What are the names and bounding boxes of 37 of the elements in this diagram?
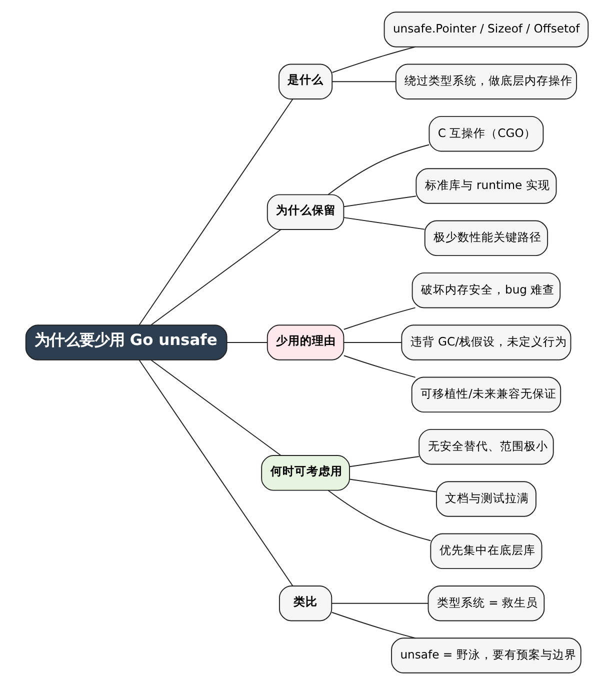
node-box: 优先集中在底层库 — [430, 533, 542, 570]
node-box: 为什么保留 — [266, 194, 344, 230]
connector — [343, 217, 425, 230]
node-box: unsafe = 野泳，要有预案与边界 — [390, 638, 581, 674]
node-box: 极少数性能关键路径 — [424, 220, 548, 256]
connector — [226, 342, 268, 343]
node-box: 为什么要少用 Go unsafe — [24, 324, 227, 360]
node-box: 破坏内存安全，bug 难查 — [411, 272, 560, 308]
node-box: 类型系统 = 救生员 — [427, 585, 544, 622]
node-box: 少用的理由 — [266, 324, 344, 360]
connector — [348, 456, 419, 468]
node-box: 绕过类型系统，做底层内存操作 — [394, 64, 577, 100]
node-box: 无安全替代、范围极小 — [418, 428, 554, 465]
connector — [343, 196, 416, 208]
node-box: 违背 GC/栈假设，未定义行为 — [400, 324, 571, 360]
connector — [342, 355, 416, 378]
connector — [343, 342, 402, 343]
node-box: 标准库与 runtime 实现 — [415, 168, 556, 204]
connector — [348, 478, 436, 492]
node-box: 可移植性/未来兼容无保证 — [410, 376, 561, 413]
node-box: unsafe.Pointer / Sizeof / Offsetof — [383, 12, 588, 48]
connector — [138, 360, 293, 586]
connector — [150, 229, 281, 326]
connector — [331, 46, 416, 73]
node-box: C 互操作（CGO） — [428, 116, 544, 152]
connector — [138, 98, 293, 326]
connector — [330, 612, 416, 639]
connector — [327, 144, 430, 196]
connector — [327, 490, 431, 542]
node-box: 文档与测试拉满 — [435, 481, 536, 517]
node-box: 何时可考虑用 — [260, 455, 350, 491]
connector — [331, 81, 396, 82]
node-box: 是什么 — [278, 64, 332, 100]
connector — [330, 602, 428, 604]
connector — [342, 307, 416, 330]
node-box: 类比 — [278, 585, 332, 622]
connector — [150, 360, 281, 456]
